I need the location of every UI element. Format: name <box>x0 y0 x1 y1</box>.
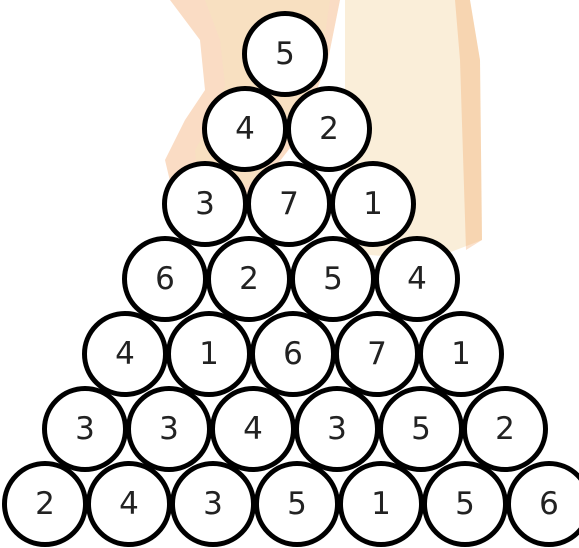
pyramid-cell-r3-c1[interactable]: 3 <box>162 161 248 247</box>
cell-number: 2 <box>35 489 55 520</box>
pyramid-cell-r7-c4[interactable]: 5 <box>254 461 340 547</box>
pyramid-cell-r5-c4[interactable]: 7 <box>334 311 420 397</box>
pyramid-cell-r6-c4[interactable]: 3 <box>294 386 380 472</box>
cell-number: 3 <box>159 414 179 445</box>
cell-number: 4 <box>115 339 135 370</box>
pyramid-cell-r7-c7[interactable]: 6 <box>506 461 579 547</box>
pyramid-cell-r6-c5[interactable]: 5 <box>378 386 464 472</box>
pyramid-cell-r5-c5[interactable]: 1 <box>418 311 504 397</box>
cell-number: 1 <box>371 489 391 520</box>
cell-number: 4 <box>407 264 427 295</box>
pyramid-cell-r4-c4[interactable]: 4 <box>374 236 460 322</box>
pyramid-cell-r7-c3[interactable]: 3 <box>170 461 256 547</box>
cell-number: 2 <box>495 414 515 445</box>
pyramid-cell-r2-c1[interactable]: 4 <box>202 86 288 172</box>
cell-number: 1 <box>363 189 383 220</box>
cell-number: 5 <box>411 414 431 445</box>
pyramid-cell-r7-c5[interactable]: 1 <box>338 461 424 547</box>
pyramid-cell-r7-c6[interactable]: 5 <box>422 461 508 547</box>
cell-number: 5 <box>275 39 295 70</box>
cell-number: 3 <box>195 189 215 220</box>
pyramid-cell-r4-c1[interactable]: 6 <box>122 236 208 322</box>
cell-number: 5 <box>287 489 307 520</box>
pyramid-cell-r2-c2[interactable]: 2 <box>286 86 372 172</box>
pyramid-cell-r3-c2[interactable]: 7 <box>246 161 332 247</box>
cell-number: 2 <box>319 114 339 145</box>
cell-number: 7 <box>279 189 299 220</box>
pyramid-cell-r4-c2[interactable]: 2 <box>206 236 292 322</box>
pyramid-cell-r5-c1[interactable]: 4 <box>82 311 168 397</box>
pyramid-cell-r5-c2[interactable]: 1 <box>166 311 252 397</box>
cell-number: 1 <box>451 339 471 370</box>
cell-number: 1 <box>199 339 219 370</box>
cell-number: 4 <box>243 414 263 445</box>
pyramid-cell-r3-c3[interactable]: 1 <box>330 161 416 247</box>
cell-number: 7 <box>367 339 387 370</box>
cell-number: 3 <box>75 414 95 445</box>
cell-number: 3 <box>327 414 347 445</box>
pyramid-cell-r7-c2[interactable]: 4 <box>86 461 172 547</box>
pyramid-cell-r6-c6[interactable]: 2 <box>462 386 548 472</box>
cell-number: 2 <box>239 264 259 295</box>
cell-number: 5 <box>323 264 343 295</box>
cell-number: 6 <box>283 339 303 370</box>
cell-number: 6 <box>155 264 175 295</box>
pyramid-cell-r6-c1[interactable]: 3 <box>42 386 128 472</box>
cell-number: 3 <box>203 489 223 520</box>
pyramid-cell-r7-c1[interactable]: 2 <box>2 461 88 547</box>
cell-number: 4 <box>235 114 255 145</box>
pyramid-cell-r6-c3[interactable]: 4 <box>210 386 296 472</box>
cell-number: 6 <box>539 489 559 520</box>
cell-number: 5 <box>455 489 475 520</box>
pyramid-cell-r1-c1[interactable]: 5 <box>242 11 328 97</box>
cell-number: 4 <box>119 489 139 520</box>
pyramid-cell-r6-c2[interactable]: 3 <box>126 386 212 472</box>
pyramid-cell-r5-c3[interactable]: 6 <box>250 311 336 397</box>
pyramid-cell-r4-c3[interactable]: 5 <box>290 236 376 322</box>
